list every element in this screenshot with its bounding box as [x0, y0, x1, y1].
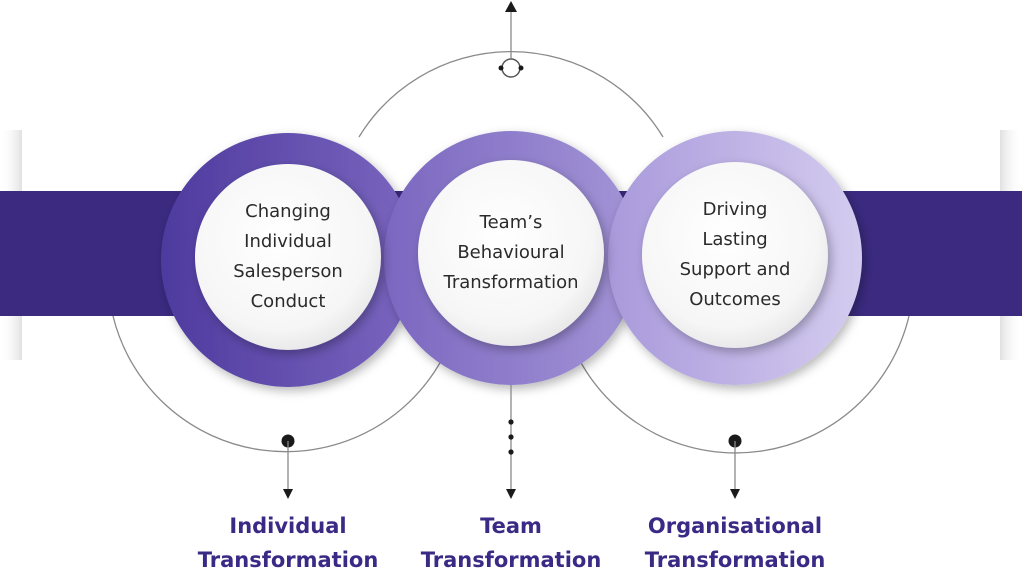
middle-arrow-head [506, 489, 516, 499]
label-2-line-1: Team [480, 514, 542, 538]
circle-1-line-1: Changing [245, 201, 331, 222]
right-arc [579, 315, 910, 454]
label-3-line-1: Organisational [647, 514, 823, 538]
top-node-dot-left [498, 65, 504, 71]
circle-text-organisational: Driving Lasting Support and Outcomes [650, 170, 820, 340]
middle-dot-2 [508, 434, 514, 440]
circle-3-line-2: Lasting [702, 229, 768, 250]
label-individual-transformation: Individual Transformation [163, 509, 413, 577]
middle-dot-3 [508, 449, 514, 455]
right-arrow-head [730, 489, 740, 499]
label-2-line-2: Transformation [420, 548, 602, 572]
inner-circle-3 [642, 162, 828, 348]
circle-2-line-1: Team’s [479, 212, 543, 233]
left-arc [112, 315, 442, 453]
top-node-dot-right [518, 65, 524, 71]
circle-3-line-4: Outcomes [689, 289, 781, 310]
inner-circle-2 [418, 160, 604, 346]
circle-text-individual: Changing Individual Salesperson Conduct [203, 172, 373, 342]
circle-1-line-4: Conduct [250, 291, 326, 312]
label-1-line-1: Individual [229, 514, 347, 538]
left-arrow-head [283, 489, 293, 499]
top-arrow-head [505, 1, 517, 12]
label-1-line-2: Transformation [197, 548, 379, 572]
circle-3-line-3: Support and [679, 259, 791, 280]
label-organisational-transformation: Organisational Transformation [610, 509, 860, 577]
label-3-line-2: Transformation [644, 548, 826, 572]
circle-1-line-3: Salesperson [233, 261, 343, 282]
label-team-transformation: Team Transformation [386, 509, 636, 577]
inner-circle-1 [195, 164, 381, 350]
circle-1-line-2: Individual [244, 231, 332, 252]
circle-text-team: Team’s Behavioural Transformation [426, 168, 596, 338]
top-connector-node [501, 58, 521, 78]
circle-2-line-2: Behavioural [457, 242, 565, 263]
middle-dot-1 [508, 419, 514, 425]
circle-3-line-1: Driving [702, 199, 768, 220]
circle-2-line-3: Transformation [443, 272, 579, 293]
